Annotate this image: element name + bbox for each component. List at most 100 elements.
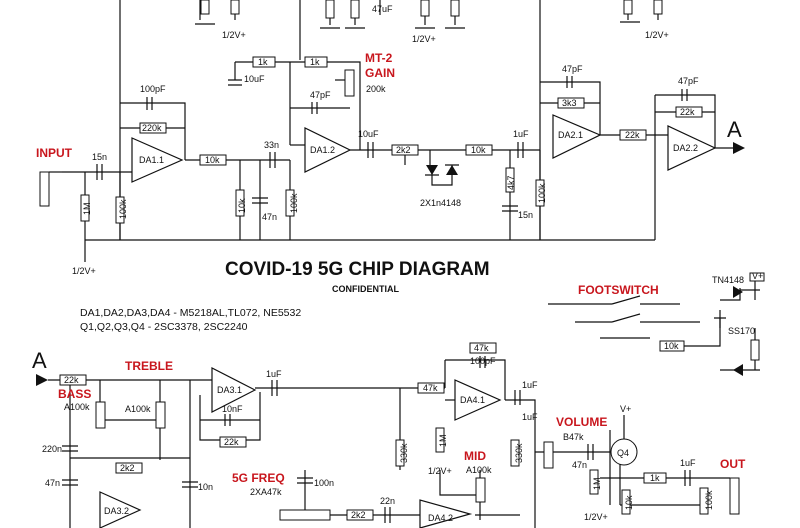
- fs-tn-label: TN4148: [712, 275, 744, 285]
- footswitch-heading: FOOTSWITCH: [578, 283, 659, 297]
- r1m-b-resistor: [435, 427, 445, 453]
- r330k-a-resistor: [395, 439, 405, 467]
- c47n-b-label: 47n: [45, 478, 60, 488]
- a100k-bass-label: A100k: [64, 402, 90, 412]
- c22n-label: 22n: [380, 496, 395, 506]
- gain-heading: GAIN: [365, 66, 395, 80]
- treble-heading: TREBLE: [125, 359, 173, 373]
- r3k3-resistor: [557, 97, 585, 109]
- output-jack: [729, 477, 740, 515]
- r1k-b-label: 1k: [310, 57, 320, 67]
- r1k-c-resistor: [643, 472, 667, 484]
- da11-label: DA1.1: [139, 155, 164, 165]
- r330k-b-label: 330k: [514, 443, 524, 463]
- c33n-label: 33n: [264, 140, 279, 150]
- vplus-label: V+: [620, 404, 631, 414]
- a100k-treble-label: A100k: [125, 404, 151, 414]
- diagram-subtitle: CONFIDENTIAL: [332, 284, 399, 294]
- da42-label: DA4.2: [428, 513, 453, 523]
- a100k-mid-label: A100k: [466, 465, 492, 475]
- fg-freq-pot: [279, 509, 331, 521]
- c1uf-c-label: 1uF: [522, 380, 538, 390]
- bias-top-3: 1/2V+: [645, 30, 669, 40]
- r10k-d-label: 10k: [624, 495, 634, 510]
- c10uf-a-label: 10uF: [244, 74, 265, 84]
- fg-pot-label: 2XA47k: [250, 487, 282, 497]
- r100k-c-label: 100k: [537, 183, 547, 203]
- out-heading: OUT: [720, 457, 746, 471]
- r1m-b-label: 1M: [438, 434, 448, 447]
- fg-freq-heading: 5G FREQ: [232, 471, 285, 485]
- opamp-da1-1: [131, 137, 184, 183]
- r10k-c-label: 10k: [471, 145, 486, 155]
- mid-heading: MID: [464, 449, 486, 463]
- c10uf-b-label: 10uF: [358, 129, 379, 139]
- volume-pot: [543, 441, 554, 469]
- r2k2-b-resistor: [115, 462, 143, 474]
- r22k-a-resistor: [619, 129, 647, 141]
- r2k2-c-resistor: [346, 509, 374, 521]
- r2k2-a-label: 2k2: [396, 145, 411, 155]
- c1uf-b-label: 1uF: [266, 369, 282, 379]
- bias-b1-label: 1/2V+: [428, 466, 452, 476]
- c1uf-d-label: 1uF: [522, 412, 538, 422]
- r100k-d-resistor: [699, 487, 709, 515]
- opamp-da3-2: [99, 491, 142, 528]
- c10nf-label: 10nF: [222, 404, 243, 414]
- c100n-label: 100n: [314, 478, 334, 488]
- r100k-d-label: 100k: [704, 490, 714, 510]
- diagram-title: COVID-19 5G CHIP DIAGRAM: [225, 259, 490, 280]
- da32-label: DA3.2: [104, 506, 129, 516]
- footswitch-circuit: [548, 272, 765, 376]
- r10k-b-resistor: [235, 189, 245, 217]
- bias-b2-label: 1/2V+: [584, 512, 608, 522]
- r100k-resistor: [115, 196, 125, 224]
- r100k-c-resistor: [535, 179, 545, 207]
- r1k-a-resistor: [252, 56, 276, 68]
- c100pf-label: 100pF: [140, 84, 166, 94]
- c1uf-a-label: 1uF: [513, 129, 529, 139]
- c47pf-b-label: 47pF: [562, 64, 583, 74]
- r1m-c-resistor: [589, 469, 599, 495]
- c10n-label: 10n: [198, 482, 213, 492]
- bass-pot: [95, 401, 106, 429]
- r47k-b-resistor: [469, 342, 497, 354]
- c47pf-c-label: 47pF: [678, 76, 699, 86]
- r10k-d-resistor: [621, 489, 631, 515]
- c15n-label: 15n: [92, 152, 107, 162]
- r100k-b-label: 100k: [289, 193, 299, 213]
- da41-label: DA4.1: [460, 395, 485, 405]
- r47k-a-resistor: [417, 382, 445, 394]
- r22k-c-resistor: [219, 436, 247, 448]
- r1k-c-label: 1k: [650, 473, 660, 483]
- port-a-top: A: [727, 117, 742, 142]
- c47uf-label: 47uF: [372, 4, 393, 14]
- c15n-b-label: 15n: [518, 210, 533, 220]
- da21-label: DA2.1: [558, 130, 583, 140]
- opamp-da3-1: [211, 367, 257, 413]
- r22k-a-label: 22k: [625, 130, 640, 140]
- treble-pot: [155, 401, 166, 429]
- da31-label: DA3.1: [217, 385, 242, 395]
- opamp-da2-2: [667, 125, 717, 171]
- cap-15n: [96, 164, 103, 180]
- r47k-b-label: 47k: [474, 343, 489, 353]
- r220k-label: 220k: [142, 123, 162, 133]
- port-arrow-top: [733, 142, 745, 154]
- mid-pot: [475, 477, 486, 503]
- r3k3-label: 3k3: [562, 98, 577, 108]
- r1k-a-label: 1k: [258, 57, 268, 67]
- bottom-wires: [48, 359, 700, 528]
- c47n-c-label: 47n: [572, 460, 587, 470]
- port-a-bottom: A: [32, 348, 47, 373]
- r330k-a-label: 330k: [399, 443, 409, 463]
- volume-heading: VOLUME: [556, 415, 607, 429]
- input-jack: [39, 171, 50, 207]
- c1uf-e-label: 1uF: [680, 458, 696, 468]
- mt2-heading: MT-2: [365, 51, 393, 65]
- da12-label: DA1.2: [310, 145, 335, 155]
- r220k-resistor: [139, 122, 167, 134]
- c47n-label: 47n: [262, 212, 277, 222]
- c100pf-b-label: 100pF: [470, 356, 496, 366]
